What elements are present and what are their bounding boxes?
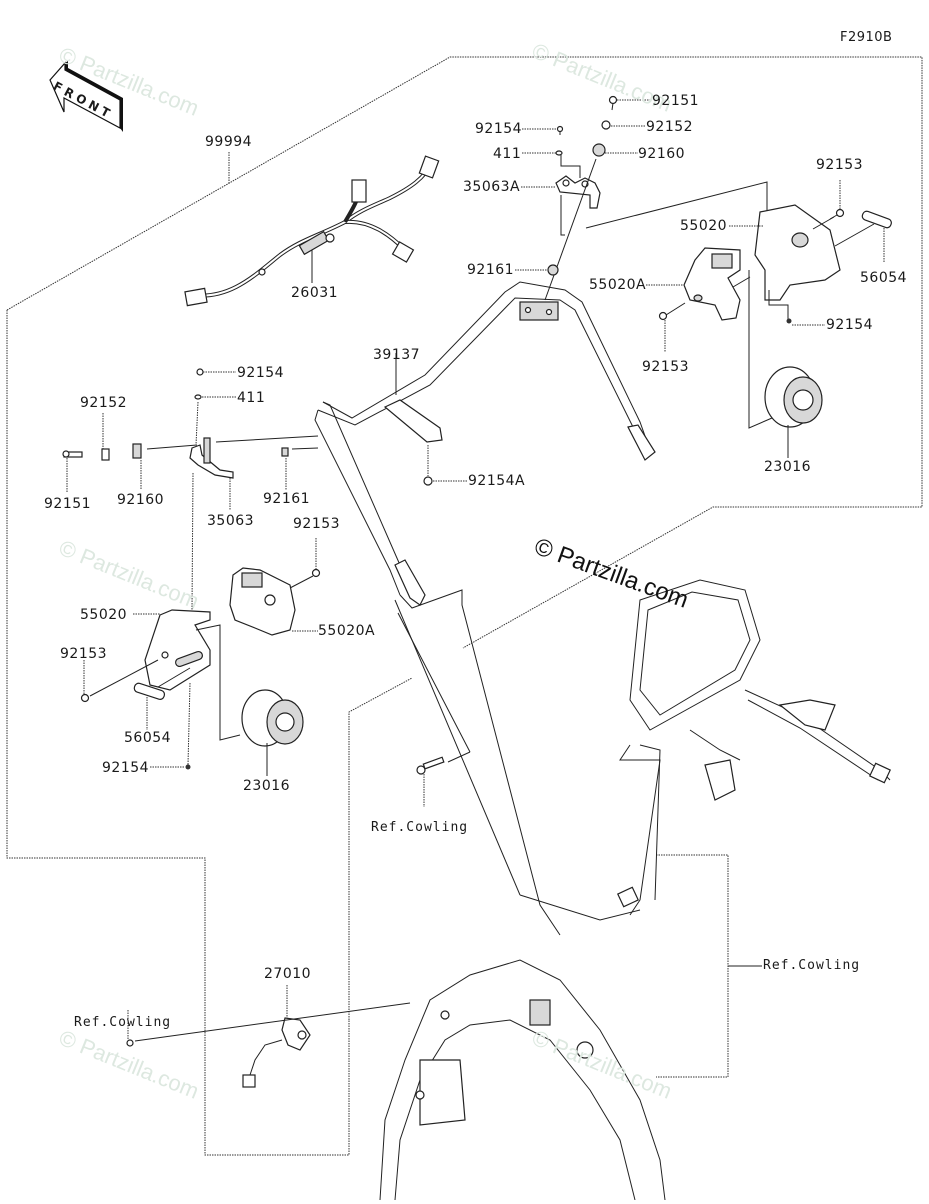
part-label-92151[interactable]: 92151	[652, 93, 700, 109]
frame-assembly	[519, 579, 892, 921]
ref-cowling-bolt	[397, 612, 471, 807]
mounting-stay-39137	[314, 281, 656, 936]
part-label-92153[interactable]: 92153	[293, 516, 341, 532]
part-label-99994[interactable]: 99994	[205, 134, 253, 150]
diagram-code: F2910B	[840, 30, 893, 45]
right-lamp-group	[585, 180, 892, 458]
part-label-55020A[interactable]: 55020A	[318, 623, 376, 639]
part-label-92154[interactable]: 92154	[475, 121, 523, 137]
part-label-411[interactable]: 411	[493, 146, 522, 162]
part-label-92161[interactable]: 92161	[263, 491, 311, 507]
part-label-92160[interactable]: 92160	[117, 492, 165, 508]
ref-cowling-label[interactable]: Ref.Cowling	[371, 820, 469, 835]
part-label-92153[interactable]: 92153	[642, 359, 690, 375]
part-label-35063[interactable]: 35063	[207, 513, 255, 529]
part-label-92152[interactable]: 92152	[80, 395, 128, 411]
group-outline-upper	[6, 56, 923, 649]
part-label-55020[interactable]: 55020	[680, 218, 728, 234]
part-label-23016[interactable]: 23016	[243, 778, 291, 794]
part-label-92154[interactable]: 92154	[237, 365, 285, 381]
front-arrow-icon	[49, 61, 123, 132]
part-label-92153[interactable]: 92153	[816, 157, 864, 173]
part-label-411[interactable]: 411	[237, 390, 266, 406]
sensor-27010	[126, 985, 411, 1088]
left-fasteners	[62, 368, 319, 611]
wiring-harness-26031	[184, 155, 440, 307]
part-label-27010[interactable]: 27010	[264, 966, 312, 982]
cowling-bracket	[379, 959, 666, 1201]
part-label-92154[interactable]: 92154	[102, 760, 150, 776]
ref-cowling-label[interactable]: Ref.Cowling	[74, 1015, 172, 1030]
part-label-92161[interactable]: 92161	[467, 262, 515, 278]
part-label-55020[interactable]: 55020	[80, 607, 128, 623]
ref-cowling-label[interactable]: Ref.Cowling	[763, 958, 861, 973]
part-label-92160[interactable]: 92160	[638, 146, 686, 162]
left-lamp-group	[80, 538, 321, 776]
part-label-55020A[interactable]: 55020A	[589, 277, 647, 293]
part-label-92154A[interactable]: 92154A	[468, 473, 526, 489]
top-fasteners	[515, 95, 652, 301]
part-label-92152[interactable]: 92152	[646, 119, 694, 135]
part-label-56054[interactable]: 56054	[860, 270, 908, 286]
part-label-26031[interactable]: 26031	[291, 285, 339, 301]
part-label-56054[interactable]: 56054	[124, 730, 172, 746]
part-label-35063A[interactable]: 35063A	[463, 179, 521, 195]
part-label-23016[interactable]: 23016	[764, 459, 812, 475]
part-label-92154[interactable]: 92154	[826, 317, 874, 333]
part-label-39137[interactable]: 39137	[373, 347, 421, 363]
part-label-92151[interactable]: 92151	[44, 496, 92, 512]
part-label-92153[interactable]: 92153	[60, 646, 108, 662]
